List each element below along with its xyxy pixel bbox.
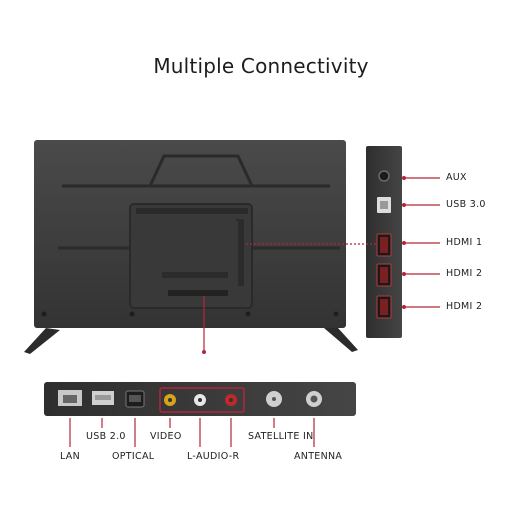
port-label-l-audio-r: L-AUDIO-R (187, 451, 240, 462)
bottom-connector-panel (44, 382, 356, 416)
side-leader-lines (203, 177, 440, 350)
port-label-hdmi-1: HDMI 1 (446, 237, 483, 248)
port-label-antenna: ANTENNA (294, 451, 343, 462)
page-title: Multiple Connectivity (153, 54, 369, 78)
hdmi-port-icon (376, 295, 392, 319)
port-label-usb-2-0: USB 2.0 (86, 431, 126, 442)
tv-back-illustration (24, 140, 358, 354)
port-label-hdmi-2: HDMI 2 (446, 268, 483, 279)
port-label-aux: AUX (446, 172, 467, 183)
side-connector-panel (366, 146, 402, 338)
port-label-video: VIDEO (150, 431, 182, 442)
port-label-optical: OPTICAL (112, 451, 155, 462)
aux-jack-icon (378, 170, 390, 182)
port-label-hdmi-2-second: HDMI 2 (446, 301, 483, 312)
port-label-usb-3-0: USB 3.0 (446, 199, 486, 210)
hdmi-port-icon (376, 263, 392, 287)
port-label-satellite-in: SATELLITE IN (248, 431, 314, 442)
bottom-leader-lines (69, 418, 315, 447)
hdmi-port-icon (376, 233, 392, 257)
port-label-lan: LAN (60, 451, 81, 462)
